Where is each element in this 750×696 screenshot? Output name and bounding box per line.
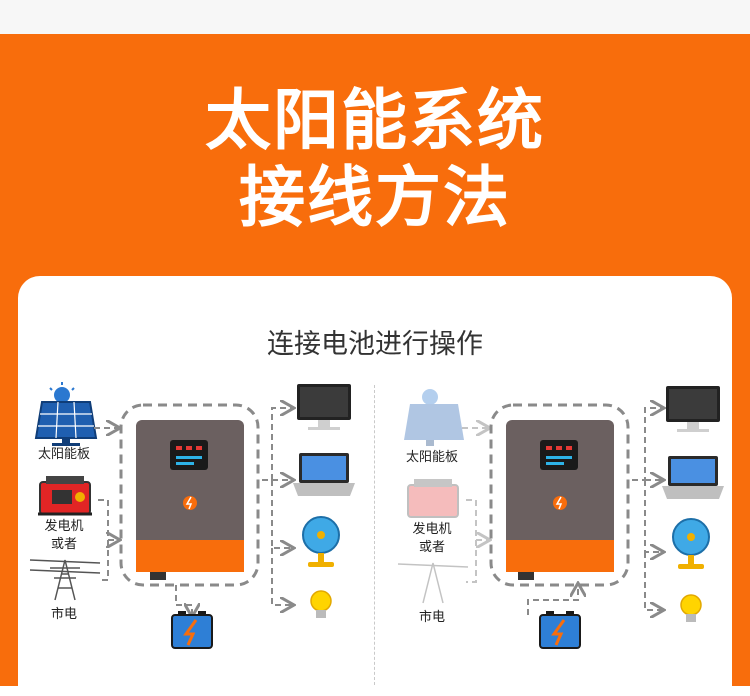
battery-icon [171, 611, 213, 649]
label-grid-right: 市电 [418, 610, 445, 625]
section-subtitle: 连接电池进行操作 [267, 329, 483, 360]
laptop-icon [293, 453, 355, 496]
laptop-icon [662, 456, 724, 499]
solar-panel-icon [404, 389, 464, 446]
monitor-icon [666, 386, 720, 432]
monitor-icon [297, 384, 351, 430]
light-bulb-icon [680, 594, 702, 622]
label-solar-right: 太阳能板 [405, 450, 458, 465]
generator-icon [407, 479, 459, 518]
right-diagram [397, 386, 724, 649]
label-generator-left: 发电机 [44, 519, 84, 534]
top-strip [0, 0, 750, 34]
output-arrows [175, 408, 292, 615]
generator-icon [38, 476, 92, 516]
inverter-icon [136, 420, 244, 580]
power-tower-icon [397, 562, 469, 604]
input-arrows [94, 428, 118, 581]
label-or-right: 或者 [418, 540, 445, 555]
label-generator-right: 发电机 [412, 522, 452, 537]
inverter-frame [119, 403, 260, 587]
input-arrows [462, 428, 488, 583]
power-tower-icon [29, 559, 101, 601]
page-title-line2: 接线方法 [239, 159, 511, 236]
center-divider [374, 385, 375, 685]
inverter-frame [489, 403, 630, 587]
output-arrows [527, 408, 662, 615]
inverter-icon [506, 420, 614, 580]
label-grid-left: 市电 [50, 607, 77, 622]
left-diagram [29, 382, 355, 649]
battery-icon [539, 611, 581, 649]
fan-icon [302, 516, 340, 567]
solar-panel-icon [34, 382, 98, 446]
fan-icon [672, 518, 710, 569]
page-title-line1: 太阳能系统 [205, 82, 545, 159]
label-or-left: 或者 [50, 537, 77, 552]
label-solar-left: 太阳能板 [37, 447, 90, 462]
light-bulb-icon [310, 590, 332, 618]
